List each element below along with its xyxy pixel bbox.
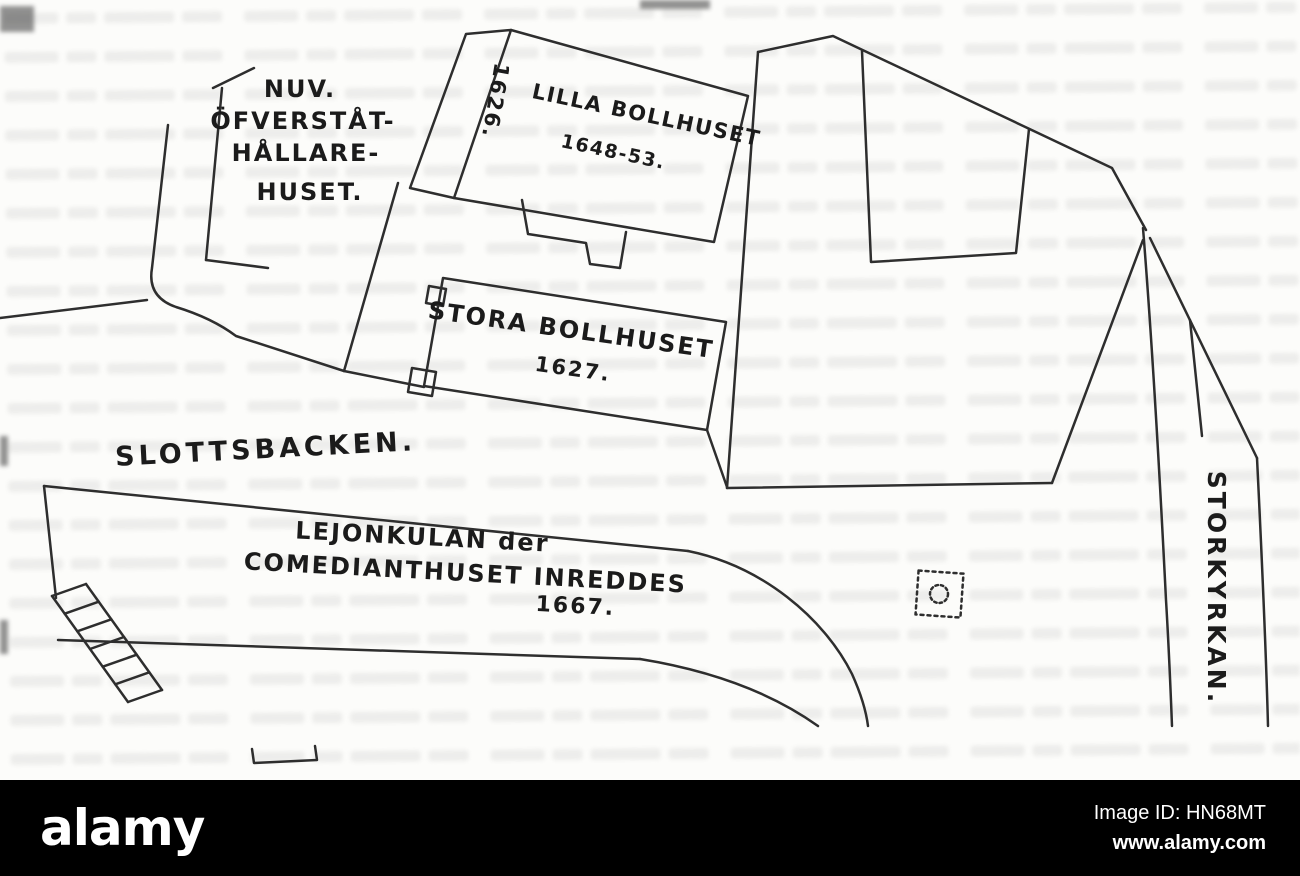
stora-annex-small <box>424 284 448 308</box>
building-lilla-bollhuset-outline <box>452 28 750 244</box>
label-nuv-line1: NUV. <box>264 75 336 103</box>
storkyrkan-street-inner-segment <box>1188 318 1204 438</box>
label-lejonkulan-year: 1667. <box>535 592 616 621</box>
lejonkulan-bottom-edge <box>56 638 642 661</box>
map-linework <box>0 28 1270 765</box>
stairs-hatching <box>50 582 164 704</box>
bleed-through-layer <box>0 0 1300 778</box>
scan-edge-marks <box>0 0 710 654</box>
street-connector-b <box>705 428 729 489</box>
dotted-square-feature <box>914 569 965 619</box>
label-nuv-line3: HÅLLARE- <box>232 138 381 167</box>
label-nuv-line2: ÖFVERSTÅT- <box>210 105 395 135</box>
street-connector-a <box>342 369 426 389</box>
slottsbacken-south-edge <box>42 484 690 553</box>
curved-road-outer-edge <box>686 549 870 728</box>
dotted-circle-feature <box>928 583 950 605</box>
governor-house-left-edge <box>204 86 224 262</box>
label-storkyrkan: STORKYRKAN. <box>1202 471 1231 705</box>
governor-house-bottom-edge <box>204 258 270 270</box>
castle-block-courtyard-notch <box>860 49 1031 264</box>
storkyrkan-street-east-edge <box>1255 456 1270 728</box>
stora-annex-corner <box>406 366 438 398</box>
scan-mark <box>0 620 8 654</box>
street-edge-west <box>0 298 149 320</box>
castle-block-left-edge <box>725 50 760 490</box>
scan-mark <box>0 436 8 466</box>
storkyrkan-street-diagonal-edge <box>1148 236 1259 460</box>
bleed-through-texture <box>0 0 1300 778</box>
alamy-url-text: www.alamy.com <box>1112 832 1266 854</box>
alamy-watermark-bar: alamy Image ID: HN68MT www.alamy.com <box>0 780 1300 876</box>
alamy-logo: alamy <box>40 799 205 857</box>
governor-house-right-edge <box>342 181 400 373</box>
storkyrkan-street-west-edge <box>1141 226 1174 728</box>
castle-block-right-edge <box>1050 238 1145 485</box>
castle-block-top-edge <box>756 34 1148 232</box>
site-plan-svg: NUV. ÖFVERSTÅT- HÅLLARE- HUSET. 1626. LI… <box>0 0 1300 778</box>
lejonkulan-left-edge <box>42 484 58 600</box>
map-canvas: NUV. ÖFVERSTÅT- HÅLLARE- HUSET. 1626. LI… <box>0 0 1300 780</box>
scan-mark <box>0 6 34 32</box>
label-nuv-line4: HUSET. <box>256 178 363 206</box>
image-id-text: Image ID: HN68MT <box>1093 802 1266 824</box>
curved-road-inner-edge <box>638 657 820 728</box>
street-edge-northwest <box>150 123 346 373</box>
governor-house-top-mark <box>211 66 256 90</box>
scan-mark <box>640 0 710 9</box>
alamy-meta-block: Image ID: HN68MT www.alamy.com <box>1094 798 1266 858</box>
castle-block-bottom-edge <box>725 481 1054 490</box>
scale-mark <box>250 744 319 765</box>
stepped-annex-outline <box>520 198 628 270</box>
